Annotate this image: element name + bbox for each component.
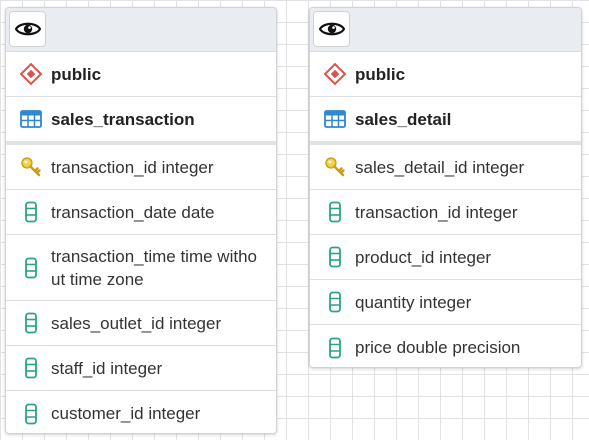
column-cylinder-icon	[324, 291, 346, 313]
table-name-row: sales_transaction	[6, 97, 276, 145]
key-icon	[324, 156, 346, 178]
eye-icon	[318, 22, 345, 36]
column-row[interactable]: transaction_id integer	[6, 145, 276, 190]
schema-row: public	[6, 52, 276, 97]
column-row[interactable]: transaction_date date	[6, 190, 276, 235]
column-row[interactable]: price double precision	[310, 325, 581, 367]
column-label: transaction_id integer	[51, 157, 214, 177]
schema-row: public	[310, 52, 581, 97]
column-cylinder-icon	[324, 337, 346, 359]
column-label: transaction_id integer	[355, 202, 518, 222]
table-name: sales_detail	[355, 109, 452, 129]
view-toggle-button[interactable]	[9, 11, 46, 47]
column-row[interactable]: transaction_time time witho ut time zone	[6, 235, 276, 301]
column-label-line: ut time zone	[51, 269, 144, 289]
column-label: transaction_time time witho ut time zone	[51, 245, 267, 291]
column-cylinder-icon	[20, 403, 42, 425]
column-cylinder-icon	[20, 201, 42, 223]
key-icon	[20, 156, 42, 178]
column-label: sales_detail_id integer	[355, 157, 525, 177]
table-card-sales-transaction[interactable]: public sales_transaction transaction_id …	[5, 7, 277, 434]
column-label: customer_id integer	[51, 404, 201, 423]
column-row[interactable]: transaction_id integer	[310, 190, 581, 235]
table-card-sales-detail[interactable]: public sales_detail sales_detail_id inte…	[309, 7, 582, 368]
table-name: sales_transaction	[51, 109, 195, 129]
schema-diamond-icon	[20, 63, 42, 85]
table-grid-icon	[324, 108, 346, 130]
card-header	[6, 8, 276, 52]
column-row[interactable]: quantity integer	[310, 280, 581, 325]
column-cylinder-icon	[20, 312, 42, 334]
column-cylinder-icon	[324, 246, 346, 268]
column-label-line: transaction_time time witho	[51, 246, 257, 266]
column-cylinder-icon	[324, 201, 346, 223]
column-row[interactable]: customer_id integer	[6, 391, 276, 433]
card-header	[310, 8, 581, 52]
column-cylinder-icon	[20, 257, 42, 279]
column-label: product_id integer	[355, 247, 492, 267]
column-label: quantity integer	[355, 292, 472, 312]
column-cylinder-icon	[20, 357, 42, 379]
column-row[interactable]: product_id integer	[310, 235, 581, 280]
table-name-row: sales_detail	[310, 97, 581, 145]
column-label: sales_outlet_id integer	[51, 313, 222, 333]
schema-name: public	[51, 64, 102, 84]
column-row[interactable]: staff_id integer	[6, 346, 276, 391]
table-grid-icon	[20, 108, 42, 130]
schema-name: public	[355, 64, 406, 84]
column-row[interactable]: sales_detail_id integer	[310, 145, 581, 190]
schema-diamond-icon	[324, 63, 346, 85]
column-label: price double precision	[355, 338, 521, 357]
column-label: transaction_date date	[51, 202, 215, 222]
column-row[interactable]: sales_outlet_id integer	[6, 301, 276, 346]
column-label: staff_id integer	[51, 358, 163, 378]
eye-icon	[14, 22, 41, 36]
view-toggle-button[interactable]	[313, 11, 350, 47]
